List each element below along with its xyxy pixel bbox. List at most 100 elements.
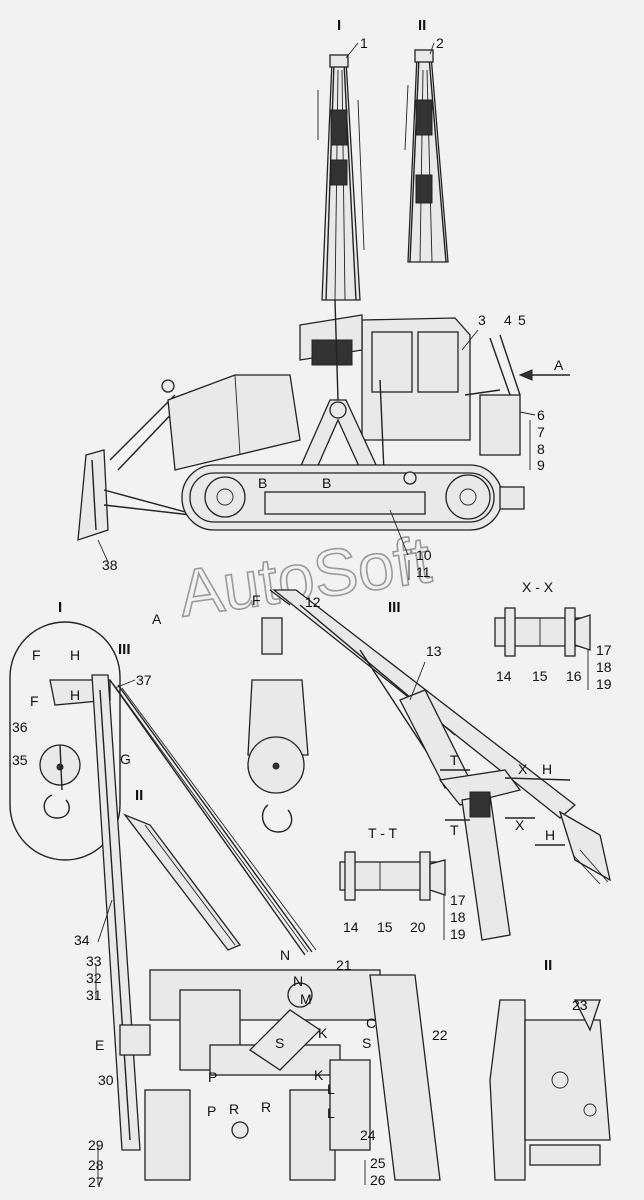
callout-16: 16	[566, 668, 582, 684]
callout-30: 30	[98, 1072, 114, 1088]
marker-K-1: K	[318, 1025, 328, 1041]
view-labels: I II I A III II III II X - X T - T	[58, 17, 554, 974]
boom-view-III	[272, 589, 611, 941]
tractor-side-view	[77, 299, 525, 541]
callout-22: 22	[432, 1027, 448, 1043]
marker-F-left-2: F	[30, 693, 39, 709]
callout-19-xx: 19	[596, 676, 612, 692]
marker-L-2: L	[327, 1105, 335, 1121]
marker-X-2: X	[515, 817, 525, 833]
callout-12: 12	[305, 594, 321, 610]
marker-B-2: B	[322, 475, 331, 491]
label-view-III-left: III	[118, 641, 131, 658]
marker-S-1: S	[275, 1035, 284, 1051]
callout-27: 27	[88, 1174, 104, 1190]
detail-II	[489, 999, 611, 1181]
callout-4: 4	[504, 312, 512, 328]
marker-E: E	[95, 1037, 104, 1053]
callout-9: 9	[537, 457, 545, 473]
section-marks-boom	[440, 769, 571, 846]
callout-35: 35	[12, 752, 28, 768]
label-section-XX: X - X	[522, 579, 554, 595]
marker-H-left-1: H	[70, 647, 80, 663]
marker-C: C	[366, 1015, 376, 1031]
letter-markers: B B F F H F H G X H X H T T N N M E S S …	[30, 475, 555, 1121]
callout-numbers: 1 2 3 4 5 6 7 8 9 10 11 12 13 14 15 16 1…	[12, 35, 612, 1190]
marker-N-1: N	[280, 947, 290, 963]
callout-24: 24	[360, 1127, 376, 1143]
callout-33: 33	[86, 953, 102, 969]
callout-13: 13	[426, 643, 442, 659]
label-section-TT: T - T	[368, 825, 397, 841]
marker-N-2: N	[293, 973, 303, 989]
marker-P-1: P	[208, 1069, 217, 1085]
label-view-III-right: III	[388, 599, 401, 616]
label-view-I-top: I	[337, 17, 341, 34]
callout-15-tt: 15	[377, 919, 393, 935]
marker-M: M	[300, 991, 312, 1007]
label-view-A-left: A	[152, 611, 162, 627]
marker-B-1: B	[258, 475, 267, 491]
callout-32: 32	[86, 970, 102, 986]
callout-14-xx: 14	[496, 668, 512, 684]
hook-block-center	[247, 589, 309, 833]
callout-36: 36	[12, 719, 28, 735]
label-view-I-left: I	[58, 599, 62, 616]
callout-14-tt: 14	[343, 919, 359, 935]
label-view-II-bottom: II	[544, 957, 552, 974]
label-view-II-top: II	[418, 17, 426, 34]
callout-17-tt: 17	[450, 892, 466, 908]
callout-31: 31	[86, 987, 102, 1003]
callout-23: 23	[572, 997, 588, 1013]
callout-20: 20	[410, 919, 426, 935]
marker-T-1: T	[450, 752, 459, 768]
callout-1: 1	[360, 35, 368, 51]
callout-5: 5	[518, 312, 526, 328]
callout-18-xx: 18	[596, 659, 612, 675]
callout-34: 34	[74, 932, 90, 948]
callout-37: 37	[136, 672, 152, 688]
callout-38: 38	[102, 557, 118, 573]
marker-R-1: R	[229, 1101, 239, 1117]
boom-view-I	[317, 54, 365, 301]
boom-view-II	[404, 49, 449, 263]
section-XX	[494, 607, 591, 657]
callout-10: 10	[416, 547, 432, 563]
callout-28: 28	[88, 1157, 104, 1173]
callout-7: 7	[537, 424, 545, 440]
marker-H-1: H	[542, 761, 552, 777]
callout-17-xx: 17	[596, 642, 612, 658]
callout-25: 25	[370, 1155, 386, 1171]
marker-L-1: L	[327, 1081, 335, 1097]
marker-K-2: K	[314, 1067, 324, 1083]
marker-H-2: H	[545, 827, 555, 843]
marker-G: G	[120, 751, 131, 767]
marker-H-left-2: H	[70, 687, 80, 703]
callout-19-tt: 19	[450, 926, 466, 942]
view-arrow-label: A	[554, 357, 564, 373]
callout-2: 2	[436, 35, 444, 51]
marker-P-2: P	[207, 1103, 216, 1119]
callout-21: 21	[336, 957, 352, 973]
callout-18-tt: 18	[450, 909, 466, 925]
section-TT	[339, 851, 446, 901]
base-frame	[119, 969, 441, 1181]
marker-F-center: F	[252, 592, 261, 608]
callout-15-xx: 15	[532, 668, 548, 684]
callout-6: 6	[537, 407, 545, 423]
callout-26: 26	[370, 1172, 386, 1188]
marker-S-2: S	[362, 1035, 371, 1051]
marker-X-1: X	[518, 761, 528, 777]
callout-3: 3	[478, 312, 486, 328]
marker-F-left-1: F	[32, 647, 41, 663]
callout-11: 11	[416, 564, 431, 580]
label-view-II-boom: II	[135, 787, 143, 804]
view-arrow-A: A	[518, 357, 570, 381]
callout-29: 29	[88, 1137, 104, 1153]
leader-lines	[95, 42, 589, 1185]
marker-R-2: R	[261, 1099, 271, 1115]
marker-T-2: T	[450, 822, 459, 838]
callout-8: 8	[537, 441, 545, 457]
